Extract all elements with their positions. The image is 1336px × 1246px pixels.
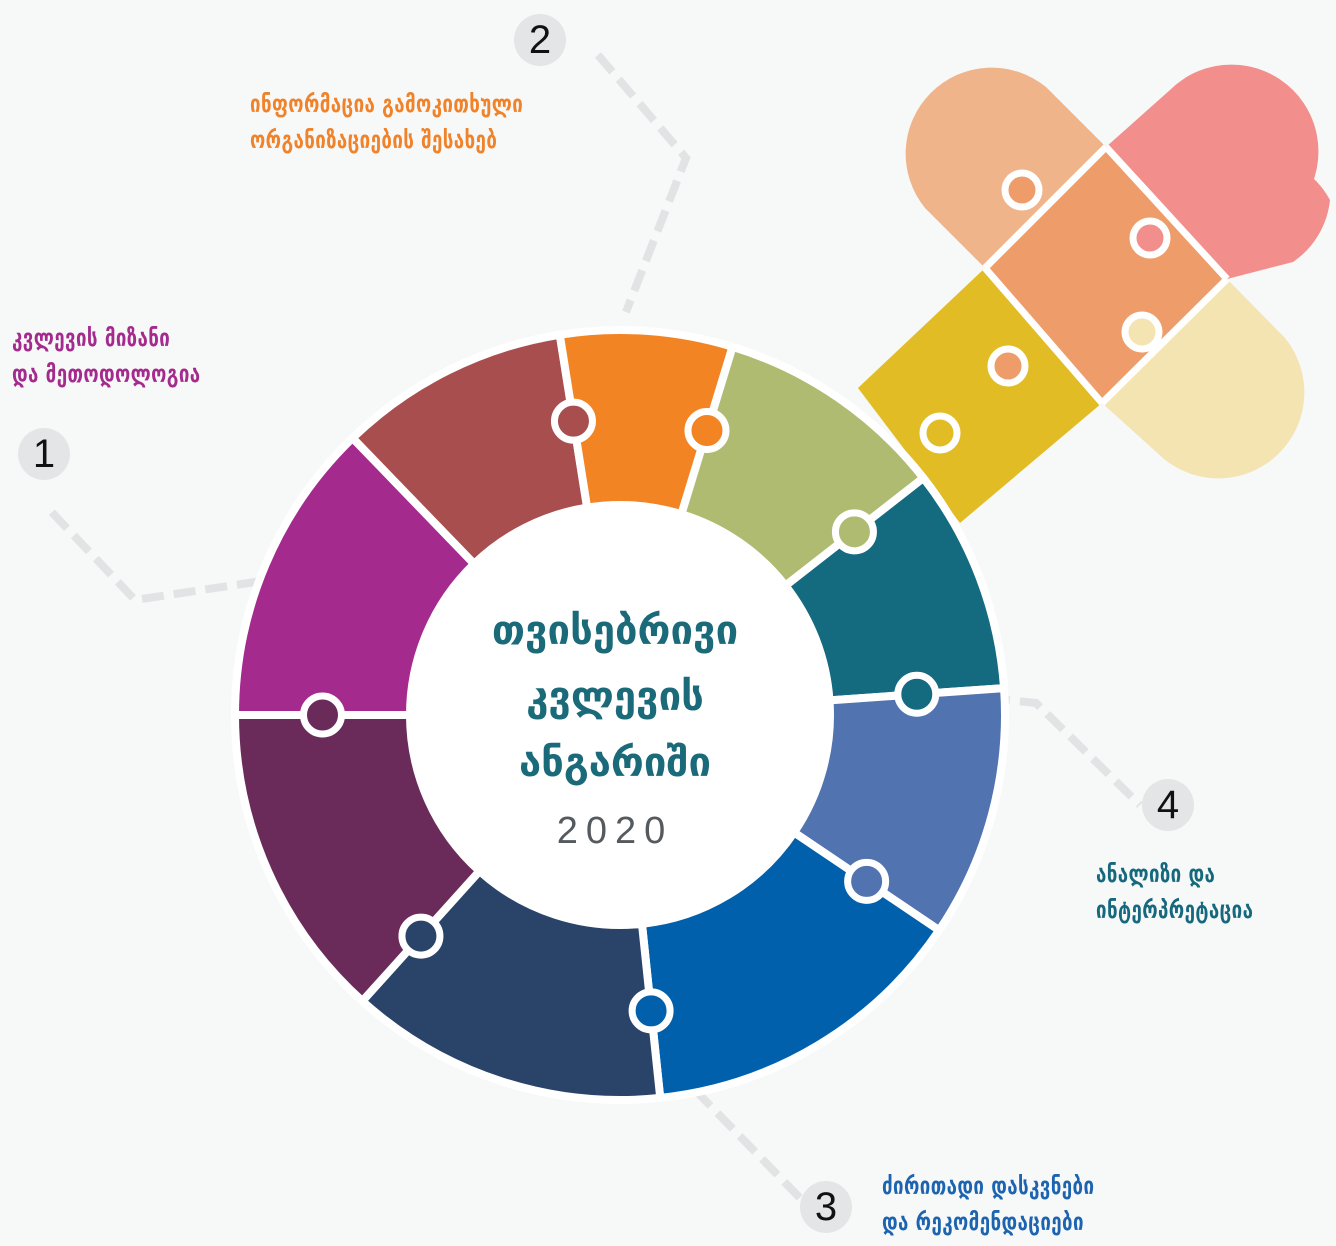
ring-knob-5 <box>844 858 890 904</box>
step-label-1: კვლევის მიზანი და მეთოდოლოგია <box>12 320 201 392</box>
leader-line-1 <box>42 502 323 605</box>
cross-piece-bottom-right <box>1102 279 1305 479</box>
report-title-line-3: ანგარიში <box>518 740 712 786</box>
step-label-4: ანალიზი და ინტერპრეტაცია <box>1096 856 1253 928</box>
step-4-line-2: ინტერპრეტაცია <box>1096 896 1254 924</box>
ring-knob-2 <box>684 407 730 453</box>
step-number-1: 1 <box>18 428 70 480</box>
cross-piece-bottom-left <box>858 268 1102 523</box>
leader-line-2 <box>594 52 691 314</box>
ring-knob-8 <box>300 692 345 738</box>
report-title: თვისებრივი კვლევის ანგარიში <box>440 598 790 796</box>
step-2-line-2: ორგანიზაციების შესახებ <box>250 126 498 154</box>
report-year: 2020 <box>556 810 674 852</box>
leader-line-4 <box>987 694 1143 808</box>
ring-center <box>410 505 830 925</box>
ring-knob-6 <box>628 988 674 1034</box>
cross-piece-top-right-main <box>1106 64 1319 280</box>
cross-piece-top-left <box>905 67 1106 269</box>
step-number-4: 4 <box>1142 779 1194 831</box>
ring-knob-3 <box>831 509 877 555</box>
ring-knob-1 <box>550 398 596 444</box>
report-title-line-1: თვისებრივი <box>491 608 739 654</box>
step-3-line-1: ძირითადი დასკვნები <box>882 1172 1095 1200</box>
step-label-3: ძირითადი დასკვნები და რეკომენდაციები <box>882 1168 1094 1240</box>
step-1-line-1: კვლევის მიზანი <box>12 324 171 352</box>
step-4-line-1: ანალიზი და <box>1096 860 1216 888</box>
step-2-line-1: ინფორმაცია გამოკითხული <box>250 90 524 118</box>
step-label-2: ინფორმაცია გამოკითხული ორგანიზაციების შე… <box>250 86 523 158</box>
step-1-line-2: და მეთოდოლოგია <box>12 360 201 388</box>
step-number-3: 3 <box>800 1181 852 1233</box>
step-3-line-2: და რეკომენდაციები <box>882 1208 1084 1236</box>
ring-knob-7 <box>398 913 444 959</box>
cross-puzzle <box>858 64 1330 523</box>
step-number-2: 2 <box>514 14 566 66</box>
ring-knob-4 <box>894 671 940 717</box>
report-title-line-2: კვლევის <box>526 674 704 720</box>
puzzle-ring <box>231 326 1009 1104</box>
